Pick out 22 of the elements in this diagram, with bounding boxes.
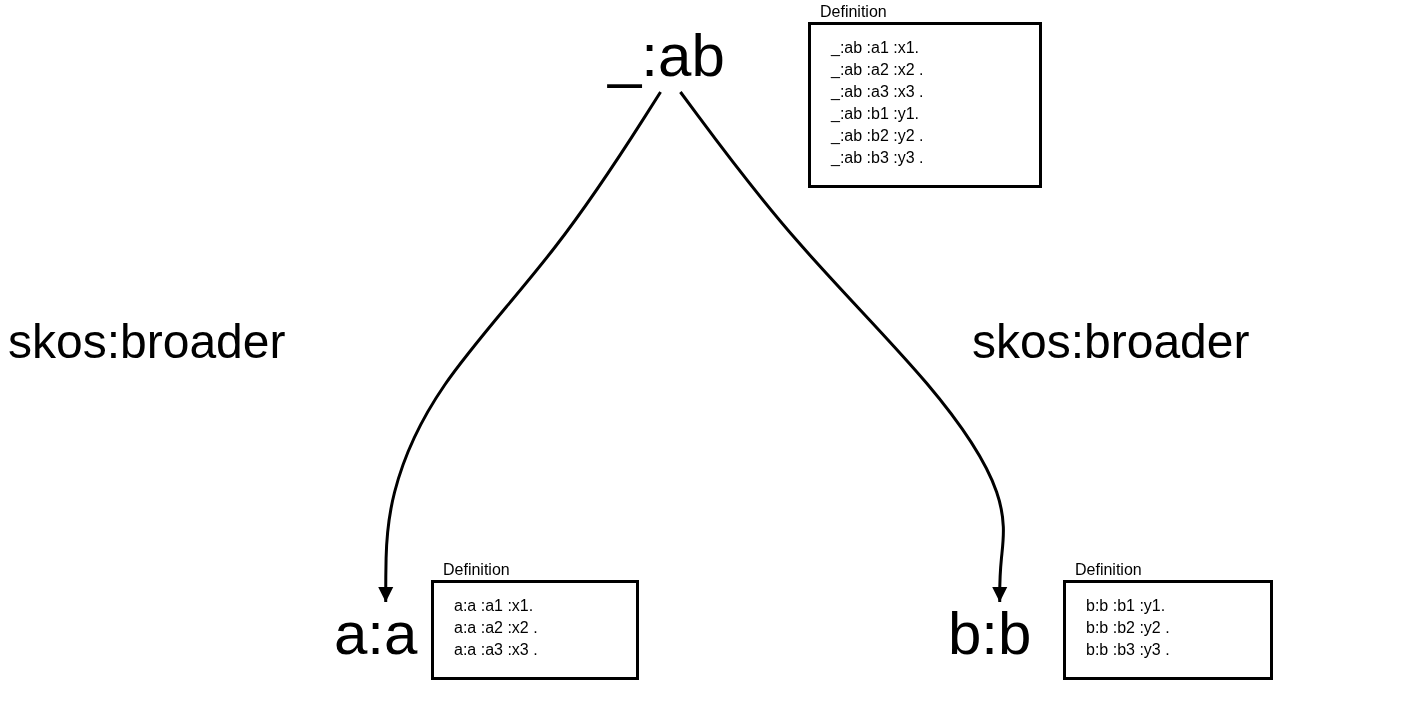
arrow bbox=[378, 91, 662, 602]
edge-label: skos:broader bbox=[972, 318, 1250, 366]
triple-statement: b:b :b1 :y1. bbox=[1086, 596, 1167, 616]
triple-statement: _:ab :a2 :x2 . bbox=[831, 60, 925, 80]
box-heading: Definition bbox=[443, 560, 511, 580]
triple-statement: _:ab :b3 :y3 . bbox=[831, 148, 925, 168]
box-heading: Definition bbox=[820, 2, 888, 22]
triple-statement: b:b :b2 :y2 . bbox=[1086, 618, 1171, 638]
triple-statement: _:ab :a3 :x3 . bbox=[831, 82, 925, 102]
arrow bbox=[679, 91, 1008, 602]
triple-statement: a:a :a3 :x3 . bbox=[454, 640, 539, 660]
triple-statement: a:a :a2 :x2 . bbox=[454, 618, 539, 638]
triple-statement: _:ab :b1 :y1. bbox=[831, 104, 921, 124]
edge-label: skos:broader bbox=[8, 318, 286, 366]
triple-statement: a:a :a1 :x1. bbox=[454, 596, 535, 616]
term-label: _:ab bbox=[608, 26, 725, 86]
triple-statement: _:ab :a1 :x1. bbox=[831, 38, 921, 58]
triple-statement: _:ab :b2 :y2 . bbox=[831, 126, 925, 146]
triple-statement: b:b :b3 :y3 . bbox=[1086, 640, 1171, 660]
box-heading: Definition bbox=[1075, 560, 1143, 580]
term-label: b:b bbox=[948, 604, 1032, 664]
term-label: a:a bbox=[334, 604, 418, 664]
